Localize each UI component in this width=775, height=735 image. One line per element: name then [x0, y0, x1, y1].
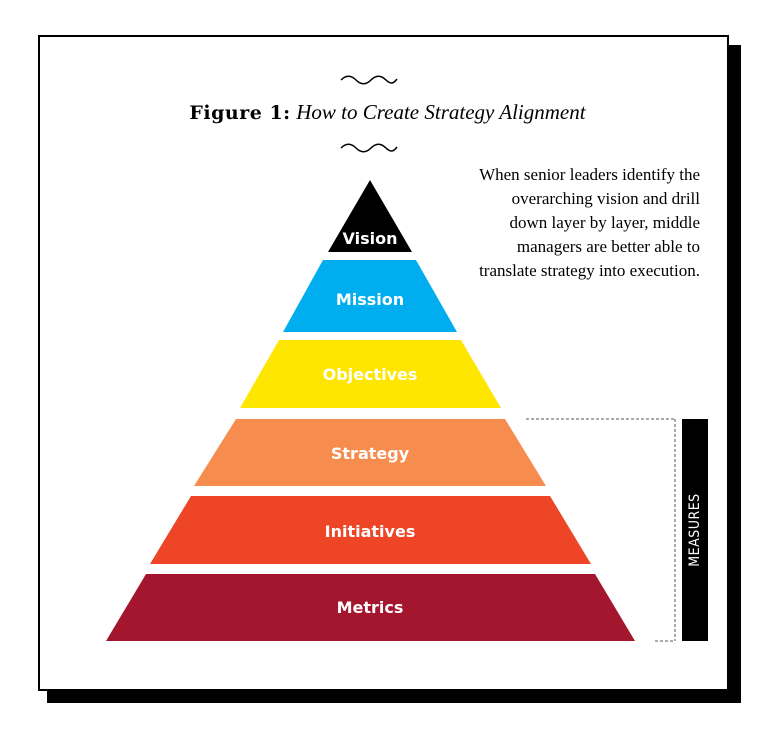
bottom-squiggle-ornament — [340, 143, 398, 153]
pyramid-tier-vision — [328, 180, 412, 252]
pyramid-tier-initiatives — [150, 496, 591, 564]
top-squiggle-ornament — [340, 75, 398, 85]
figure-title-prefix: Figure 1: — [189, 102, 291, 124]
tier-label-objectives: Objectives — [323, 365, 418, 384]
figure-title-text: How to Create Strategy Alignment — [296, 100, 586, 124]
measures-label: MEASURES — [687, 493, 703, 567]
pyramid-tier-strategy — [194, 419, 546, 486]
tier-label-initiatives: Initiatives — [325, 522, 416, 541]
pyramid-tier-metrics — [106, 574, 635, 641]
tier-label-mission: Mission — [336, 290, 404, 309]
pyramid-tier-objectives — [240, 340, 501, 408]
figure-title: Figure 1: How to Create Strategy Alignme… — [0, 100, 775, 125]
pyramid-tier-mission — [283, 260, 457, 332]
tier-label-strategy: Strategy — [331, 444, 410, 463]
measures-bar — [682, 419, 708, 641]
tier-label-vision: Vision — [343, 229, 398, 248]
tier-label-metrics: Metrics — [337, 598, 404, 617]
measures-bracket — [526, 418, 676, 642]
figure-description: When senior leaders identify the overarc… — [479, 165, 700, 280]
